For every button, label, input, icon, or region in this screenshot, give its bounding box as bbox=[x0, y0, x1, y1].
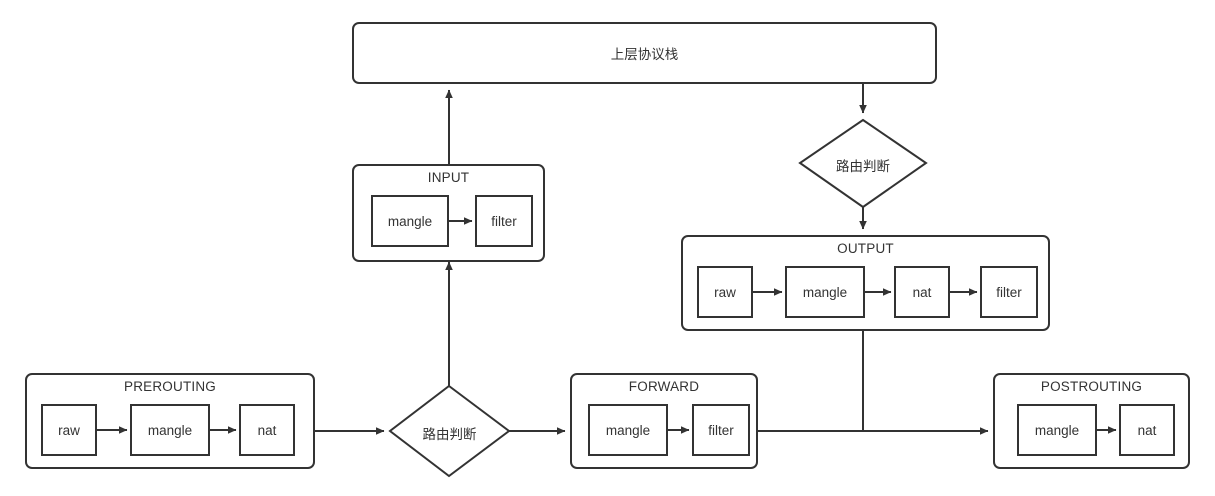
upper-protocol-stack-box: 上层协议栈 bbox=[352, 22, 937, 84]
chain-input-arrows bbox=[449, 217, 473, 225]
table-postrouting-nat: nat bbox=[1119, 404, 1175, 456]
chain-postrouting: POSTROUTING mangle nat bbox=[993, 373, 1190, 469]
table-input-mangle-label: mangle bbox=[387, 213, 433, 229]
chain-forward-arrows bbox=[668, 426, 690, 434]
chain-output: OUTPUT raw mangle nat filter bbox=[681, 235, 1050, 331]
table-output-raw-label: raw bbox=[714, 284, 736, 300]
table-input-mangle: mangle bbox=[371, 195, 449, 247]
table-prerouting-mangle-label: mangle bbox=[147, 422, 193, 438]
chain-input: INPUT mangle filter bbox=[352, 164, 545, 262]
table-output-nat-label: nat bbox=[912, 284, 932, 300]
table-postrouting-mangle: mangle bbox=[1017, 404, 1097, 456]
chain-postrouting-title: POSTROUTING bbox=[1040, 379, 1143, 394]
table-prerouting-raw-label: raw bbox=[58, 422, 80, 438]
table-input-filter: filter bbox=[475, 195, 533, 247]
table-output-mangle: mangle bbox=[785, 266, 865, 318]
table-forward-filter-label: filter bbox=[708, 422, 734, 438]
table-output-raw: raw bbox=[697, 266, 753, 318]
chain-postrouting-arrows bbox=[1097, 426, 1117, 434]
routing-decision-bottom-shape bbox=[388, 384, 511, 478]
chain-input-title: INPUT bbox=[427, 170, 470, 185]
routing-decision-top-label: 路由判断 bbox=[836, 159, 890, 174]
chain-prerouting: PREROUTING raw mangle nat bbox=[25, 373, 315, 469]
table-output-nat: nat bbox=[894, 266, 950, 318]
table-postrouting-nat-label: nat bbox=[1137, 422, 1157, 438]
chain-forward: FORWARD mangle filter bbox=[570, 373, 758, 469]
chain-forward-title: FORWARD bbox=[628, 379, 700, 394]
table-forward-filter: filter bbox=[692, 404, 750, 456]
upper-protocol-stack-label: 上层协议栈 bbox=[610, 47, 679, 62]
chain-prerouting-arrows bbox=[97, 426, 237, 434]
table-forward-mangle-label: mangle bbox=[605, 422, 651, 438]
routing-decision-bottom-label: 路由判断 bbox=[422, 427, 477, 442]
table-output-filter-label: filter bbox=[996, 284, 1022, 300]
table-output-mangle-label: mangle bbox=[802, 284, 848, 300]
table-input-filter-label: filter bbox=[491, 213, 517, 229]
chain-prerouting-title: PREROUTING bbox=[123, 379, 216, 394]
table-prerouting-mangle: mangle bbox=[130, 404, 210, 456]
table-output-filter: filter bbox=[980, 266, 1038, 318]
table-postrouting-mangle-label: mangle bbox=[1034, 422, 1080, 438]
table-forward-mangle: mangle bbox=[588, 404, 668, 456]
table-prerouting-nat-label: nat bbox=[257, 422, 277, 438]
chain-output-title: OUTPUT bbox=[837, 241, 894, 256]
chain-output-arrows bbox=[753, 288, 978, 296]
table-prerouting-nat: nat bbox=[239, 404, 295, 456]
table-prerouting-raw: raw bbox=[41, 404, 97, 456]
